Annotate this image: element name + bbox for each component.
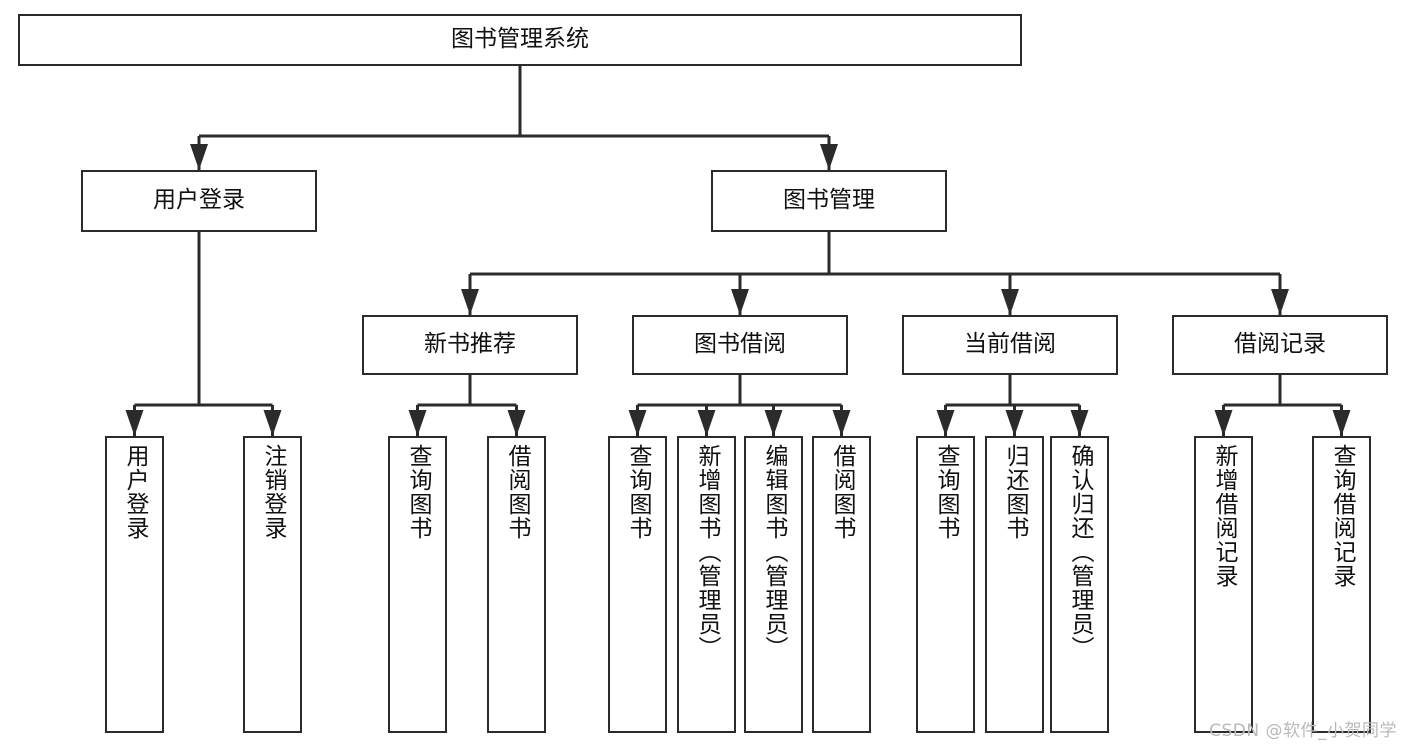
- node-label: 查询图书: [405, 444, 431, 540]
- node-label: 确认归还（管理员）: [1067, 444, 1093, 660]
- node-user-login[interactable]: 用户登录: [81, 170, 317, 232]
- node-label: 新增图书（管理员）: [694, 444, 720, 660]
- node-leaf-borrow-query[interactable]: 查询图书: [608, 436, 667, 733]
- e-current-leaves-arrow: [1005, 410, 1024, 436]
- node-leaf-borrow-lend[interactable]: 借阅图书: [812, 436, 871, 733]
- node-leaf-borrow-edit[interactable]: 编辑图书（管理员）: [744, 436, 803, 733]
- e-recommend-leaves-arrow: [507, 410, 526, 436]
- node-label: 图书管理系统: [451, 26, 589, 53]
- node-label: 用户登录: [122, 444, 148, 540]
- e-root-level1-arrow: [820, 144, 838, 170]
- node-label: 图书管理: [783, 187, 875, 214]
- node-label: 查询图书: [933, 444, 959, 540]
- node-label: 归还图书: [1002, 444, 1028, 540]
- node-label: 查询借阅记录: [1329, 444, 1355, 588]
- node-leaf-borrow-add[interactable]: 新增图书（管理员）: [677, 436, 736, 733]
- node-new-book-recommend[interactable]: 新书推荐: [362, 315, 578, 375]
- node-leaf-current-return[interactable]: 归还图书: [985, 436, 1044, 733]
- e-root-level1-arrow: [190, 144, 208, 170]
- node-book-manage[interactable]: 图书管理: [711, 170, 947, 232]
- node-label: 借阅记录: [1234, 331, 1326, 358]
- node-current-borrow[interactable]: 当前借阅: [902, 315, 1118, 375]
- node-borrow-record[interactable]: 借阅记录: [1172, 315, 1388, 375]
- node-leaf-current-confirm[interactable]: 确认归还（管理员）: [1050, 436, 1109, 733]
- node-label: 查询图书: [625, 444, 651, 540]
- e-bookmanage-level2-arrow: [731, 289, 749, 315]
- node-label: 用户登录: [153, 187, 245, 214]
- node-root[interactable]: 图书管理系统: [18, 14, 1022, 66]
- e-borrow-leaves-arrow: [832, 410, 851, 436]
- node-label: 图书借阅: [694, 331, 786, 358]
- node-leaf-current-query[interactable]: 查询图书: [916, 436, 975, 733]
- node-leaf-user-logout[interactable]: 注销登录: [243, 436, 302, 733]
- e-current-leaves-arrow: [1070, 410, 1089, 436]
- e-current-leaves-arrow: [936, 410, 955, 436]
- e-bookmanage-level2-arrow: [1271, 289, 1289, 315]
- e-recommend-leaves-arrow: [408, 410, 427, 436]
- watermark-text: CSDN @软件_小贺同学: [1209, 721, 1397, 741]
- e-borrow-leaves-arrow: [764, 410, 783, 436]
- node-leaf-user-login[interactable]: 用户登录: [105, 436, 164, 733]
- e-borrow-leaves-arrow: [697, 410, 716, 436]
- e-record-leaves-arrow: [1332, 410, 1351, 436]
- node-label: 新增借阅记录: [1211, 444, 1237, 588]
- node-label: 注销登录: [260, 444, 286, 540]
- node-book-borrow[interactable]: 图书借阅: [632, 315, 848, 375]
- e-bookmanage-level2-arrow: [1001, 289, 1019, 315]
- e-bookmanage-level2-arrow: [461, 289, 479, 315]
- node-label: 新书推荐: [424, 331, 516, 358]
- e-userlogin-leaves-arrow: [125, 410, 144, 436]
- node-label: 借阅图书: [504, 444, 530, 540]
- node-leaf-recommend-borrow[interactable]: 借阅图书: [487, 436, 546, 733]
- node-label: 借阅图书: [829, 444, 855, 540]
- node-leaf-record-add[interactable]: 新增借阅记录: [1194, 436, 1253, 733]
- node-leaf-record-query[interactable]: 查询借阅记录: [1312, 436, 1371, 733]
- node-label: 当前借阅: [964, 331, 1056, 358]
- e-record-leaves-arrow: [1214, 410, 1233, 436]
- e-userlogin-leaves-arrow: [263, 410, 282, 436]
- e-borrow-leaves-arrow: [628, 410, 647, 436]
- node-label: 编辑图书（管理员）: [761, 444, 787, 660]
- node-leaf-recommend-query[interactable]: 查询图书: [388, 436, 447, 733]
